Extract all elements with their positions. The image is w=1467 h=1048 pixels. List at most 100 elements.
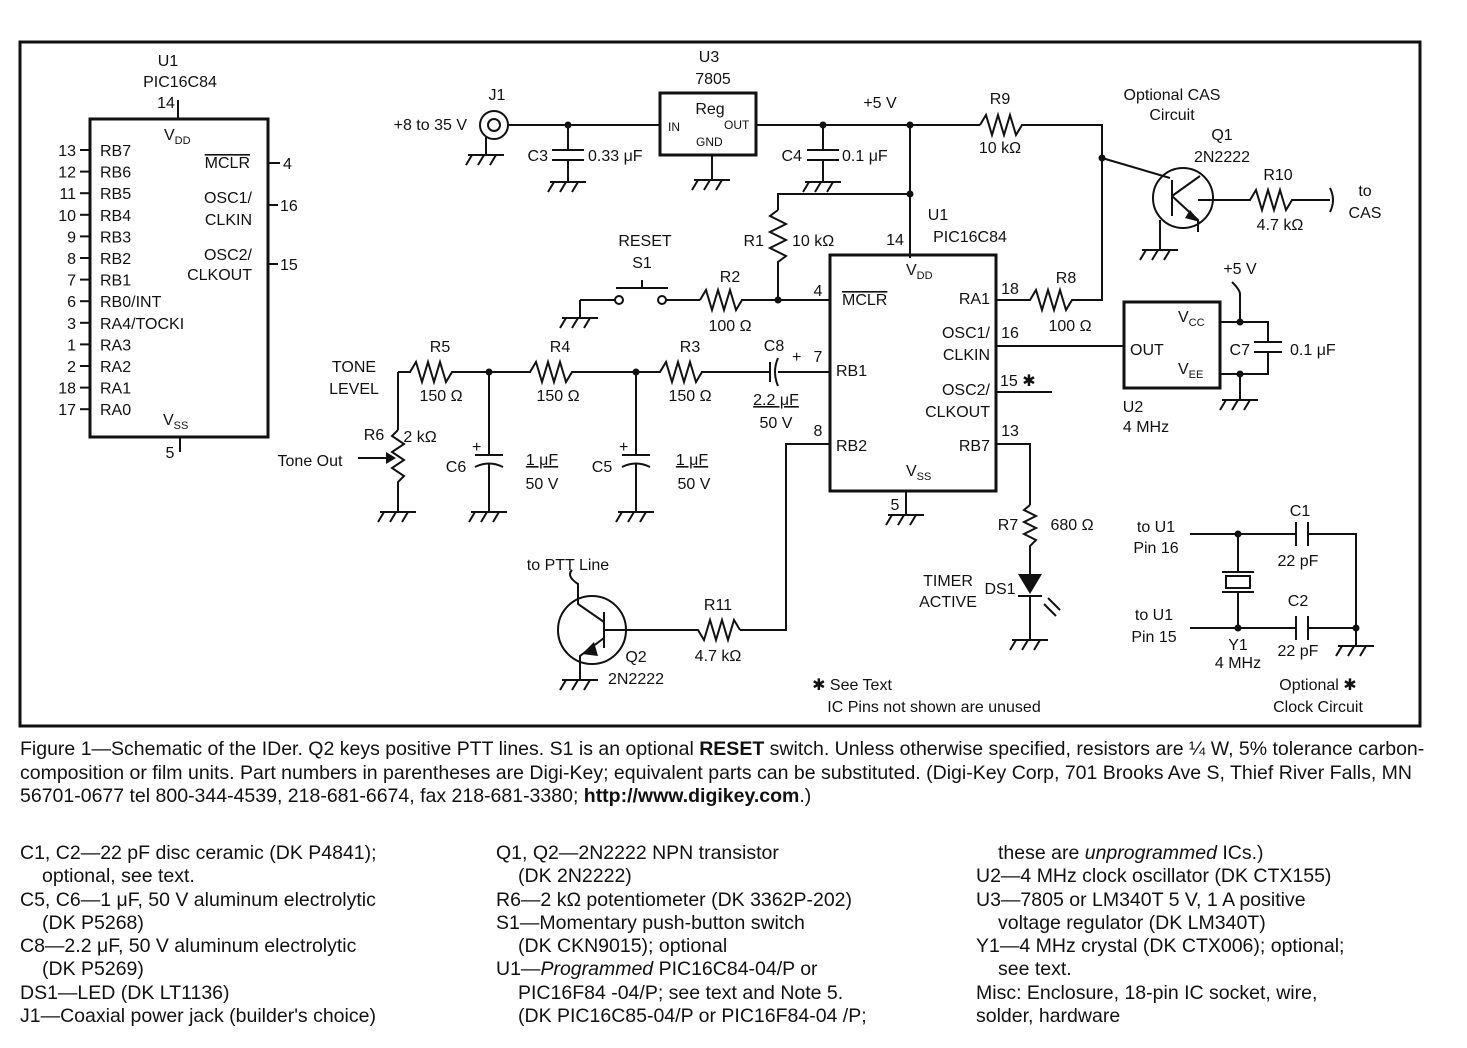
- u1-left-pin-number: 12: [58, 165, 76, 182]
- u1-left-pin-name: RB2: [100, 251, 131, 268]
- part-item: C1, C2—22 pF disc ceramic (DK P4841);: [20, 842, 377, 864]
- r8-label: R8: [1056, 270, 1077, 287]
- c3-label: C3: [528, 148, 549, 165]
- u1-left-osc1b: CLKIN: [205, 212, 252, 229]
- r11-label: R11: [704, 597, 732, 614]
- reset-label: RESET: [618, 233, 672, 250]
- ground-symbol: [802, 181, 841, 193]
- ground-symbol: [1219, 399, 1258, 411]
- u1-pinout-block: U1 PIC16C84 14 VDD MCLR 4 OSC1/ CLKIN 16…: [58, 53, 298, 462]
- j1-label: J1: [489, 87, 506, 104]
- r5-value: 150 Ω: [419, 388, 462, 405]
- u1-pin15: 15 ✱: [1000, 373, 1036, 390]
- parts-list-column-2: Q1, Q2—2N2222 NPN transistor (DK 2N2222)…: [496, 842, 867, 1028]
- reset-switch-section: RESET S1 R2 100 Ω: [579, 233, 830, 335]
- power-supply-section: J1 +8 to 35 V C3 0.33 μF U3 7805 Reg IN …: [394, 49, 1106, 258]
- to-ptt-label: to PTT Line: [527, 557, 610, 574]
- r9-label: R9: [990, 91, 1011, 108]
- r3-value: 150 Ω: [668, 388, 711, 405]
- optional-clock-section: to U1 Pin 16 to U1 Pin 15 C1 22 pF C2 22…: [1131, 503, 1363, 716]
- u2-plus5: +5 V: [1223, 261, 1257, 278]
- tone-label-2: LEVEL: [329, 381, 379, 398]
- u1-rb2: RB2: [836, 438, 867, 455]
- u1-left-pin5: 5: [166, 445, 175, 462]
- part-item: (DK 2N2222): [518, 865, 632, 888]
- ground-symbol: [1139, 249, 1178, 261]
- r2-value: 100 Ω: [708, 318, 751, 335]
- r7-label: R7: [998, 517, 1019, 534]
- c2-value: 22 pF: [1278, 643, 1319, 660]
- u1-left-pin-name: RA1: [100, 381, 131, 398]
- tone-filter-section: TONE LEVEL R5 150 Ω R4 150 Ω R3 150 Ω C8…: [278, 338, 830, 512]
- u1-ref: U1: [928, 207, 949, 224]
- ground-symbols: [377, 154, 1374, 691]
- u1-osc1a: OSC1/: [942, 325, 991, 342]
- u3-gnd-text: GND: [696, 135, 723, 149]
- timer-label-2: ACTIVE: [919, 594, 977, 611]
- r9-value: 10 kΩ: [979, 140, 1021, 157]
- u1-vdd: VDD: [906, 262, 933, 282]
- part-item: Misc: Enclosure, 18-pin IC socket, wire,: [976, 981, 1318, 1004]
- u1-mclr: MCLR: [842, 292, 887, 309]
- y1-label: Y1: [1228, 637, 1248, 654]
- part-item: (DK CKN9015); optional: [518, 935, 728, 958]
- u1-ra1: RA1: [959, 291, 990, 308]
- u2-ref: U2: [1123, 399, 1144, 416]
- c1-value: 22 pF: [1278, 553, 1319, 570]
- see-text-note: ✱ See Text: [812, 677, 892, 694]
- opt-cas-label-2: Circuit: [1149, 107, 1195, 124]
- u1-left-pin-number: 13: [58, 143, 76, 160]
- r6-label: R6: [364, 427, 385, 444]
- u1-main-section: R1 10 kΩ U1 PIC16C84 14 VDD MCLR 4 RB1 7…: [744, 158, 1124, 515]
- unused-pins-note: IC Pins not shown are unused: [827, 699, 1040, 716]
- u1-pin8: 8: [814, 423, 823, 440]
- r1-label: R1: [744, 233, 765, 250]
- ground-symbol: [559, 317, 598, 329]
- part-item: S1—Momentary push-button switch: [496, 911, 805, 934]
- y1-freq: 4 MHz: [1215, 655, 1261, 672]
- u1-left-pin-number: 8: [67, 251, 76, 268]
- u1-part: PIC16C84: [933, 229, 1007, 246]
- ds1-label: DS1: [984, 581, 1015, 598]
- u1-left-pin-number: 1: [67, 337, 76, 354]
- u1-left-pin-name: RB3: [100, 229, 131, 246]
- u1-left-pin4: 4: [283, 156, 292, 173]
- r4-label: R4: [550, 339, 571, 356]
- u1-pin4: 4: [814, 283, 823, 300]
- r1-value: 10 kΩ: [792, 233, 834, 250]
- u1-pin14: 14: [886, 232, 904, 249]
- u2-out: OUT: [1130, 342, 1164, 359]
- c5-label: C5: [592, 459, 613, 476]
- r3-label: R3: [680, 339, 701, 356]
- tone-label-1: TONE: [332, 359, 376, 376]
- c7-value: 0.1 μF: [1290, 342, 1336, 359]
- c6-label: C6: [446, 459, 467, 476]
- to-u1-pin15-b: Pin 15: [1131, 629, 1176, 646]
- part-item: (DK PIC16C85-04/P or PIC16F84-04 /P;: [518, 1005, 867, 1028]
- u1-left-pin-number: 3: [67, 316, 76, 333]
- part-item: J1—Coaxial power jack (builder's choice): [20, 1005, 376, 1028]
- u3-out-text: OUT: [724, 118, 750, 132]
- part-item: C8—2.2 μF, 50 V aluminum electrolytic: [20, 935, 357, 958]
- c5-value: 1 μF: [676, 452, 709, 469]
- ptt-section: R11 4.7 kΩ to PTT Line Q2 2N2222 ✱ See T…: [527, 443, 1041, 716]
- c4-value: 0.1 μF: [842, 148, 888, 165]
- q1-label: Q1: [1211, 127, 1232, 144]
- u1-left-part: PIC16C84: [143, 74, 217, 91]
- ground-symbol: [547, 181, 586, 193]
- part-item: (DK P5269): [42, 958, 144, 981]
- ground-symbol: [615, 511, 654, 523]
- u1-left-pin-name: RB7: [100, 143, 131, 160]
- cas-circuit: Optional CAS Circuit Q1 2N2222 R10 4.7 k…: [1101, 87, 1381, 250]
- u1-left-pin16: 16: [280, 198, 298, 215]
- u1-pin16: 16: [1001, 325, 1019, 342]
- u1-pin18: 18: [1001, 281, 1019, 298]
- u1-left-pin-name: RB1: [100, 273, 131, 290]
- c6-plus: +: [472, 439, 481, 456]
- part-item: voltage regulator (DK LM340T): [998, 911, 1266, 934]
- c8-voltage: 50 V: [760, 415, 793, 432]
- part-item: PIC16F84 -04/P; see text and Note 5.: [518, 981, 844, 1004]
- u1-osc2a: OSC2/: [942, 382, 991, 399]
- u3-part: 7805: [695, 71, 731, 88]
- u1-pin7: 7: [814, 349, 823, 366]
